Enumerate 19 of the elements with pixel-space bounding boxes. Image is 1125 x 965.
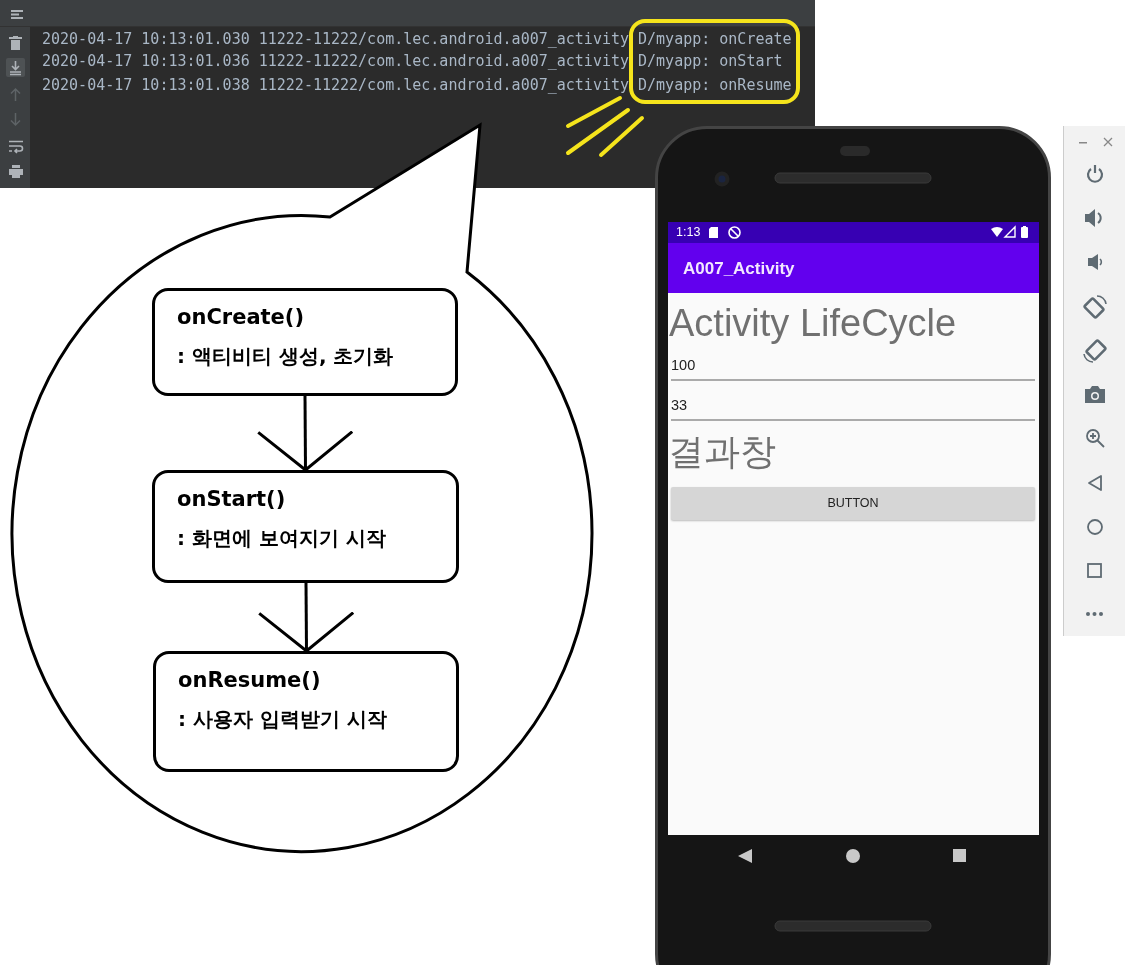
result-text: 결과창 [668, 430, 776, 474]
log-line: 2020-04-17 10:13:01.030 11222-11222/com.lec.android.a007_activity D/myapp: onCreate [42, 30, 792, 48]
method-description: : 사용자 입력받기 시작 [178, 706, 388, 733]
input-field: 100 [671, 357, 1035, 381]
method-name: onResume() [178, 668, 322, 692]
log-line: 2020-04-17 10:13:01.036 11222-11222/com.lec.android.a007_activity D/myapp: onStart [42, 52, 783, 70]
app-bar-title: A007_Activity [683, 259, 795, 279]
input-field: 33 [671, 397, 1035, 421]
method-description: : 액티비티 생성, 초기화 [177, 343, 395, 370]
button: BUTTON [671, 487, 1035, 520]
log-line: 2020-04-17 10:13:01.038 11222-11222/com.lec.android.a007_activity D/myapp: onResume [42, 76, 792, 94]
heading-text: Activity LifeCycle [669, 301, 957, 346]
method-description: : 화면에 보여지기 시작 [177, 525, 387, 552]
process-box [152, 470, 459, 583]
method-name: onStart() [177, 487, 287, 511]
method-name: onCreate() [177, 305, 306, 329]
status-time: 1:13 [676, 225, 701, 239]
process-box [153, 651, 459, 772]
process-box [152, 288, 458, 396]
